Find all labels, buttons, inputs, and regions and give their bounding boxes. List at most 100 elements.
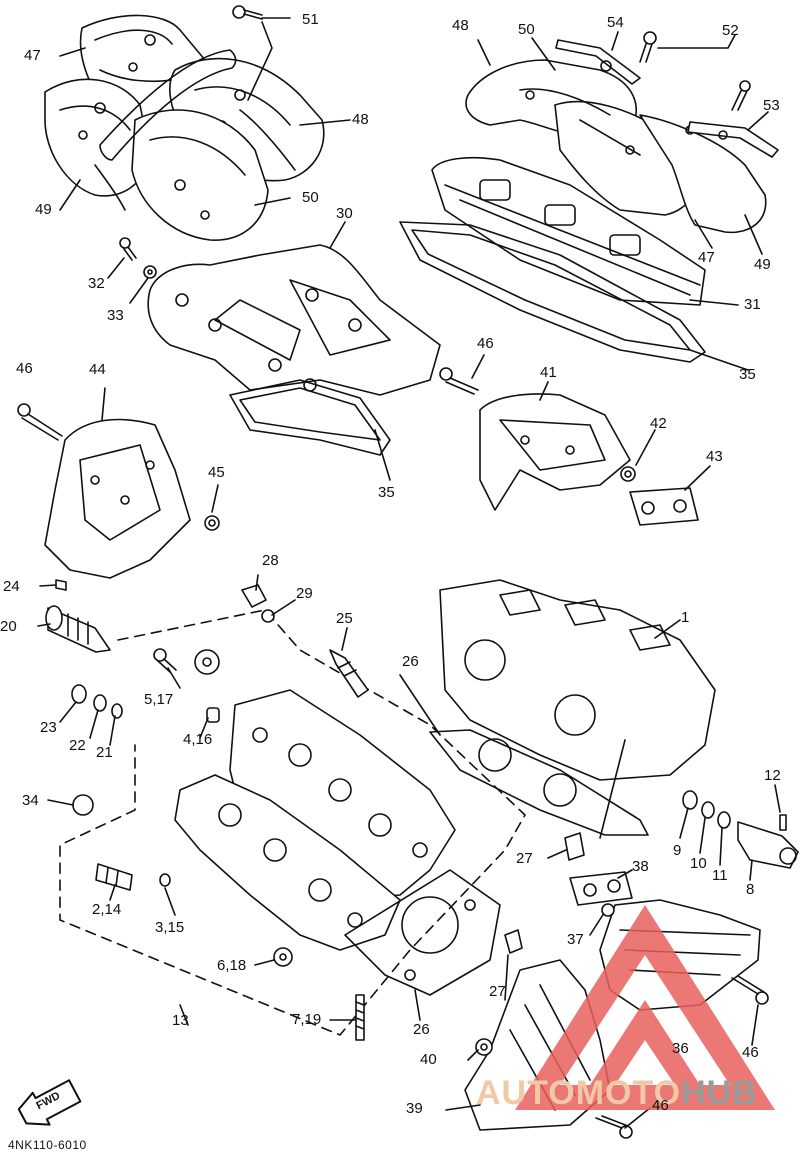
callout-31: 31 bbox=[744, 296, 761, 313]
clip-3-15 bbox=[159, 873, 171, 887]
callout-23: 23 bbox=[40, 719, 57, 736]
bolt-46-left bbox=[17, 403, 63, 441]
grommet-40 bbox=[475, 1038, 493, 1056]
o-rings-9-11 bbox=[682, 790, 731, 829]
callout-24: 24 bbox=[3, 578, 20, 595]
callout-30: 30 bbox=[336, 205, 353, 222]
callout-35: 35 bbox=[739, 366, 756, 383]
callout-50: 50 bbox=[518, 21, 535, 38]
callout-1: 1 bbox=[681, 609, 690, 626]
leader-lines-mid-left bbox=[107, 221, 391, 481]
gasket-43 bbox=[629, 487, 699, 526]
gasket-38 bbox=[569, 871, 633, 906]
grommet-42 bbox=[620, 466, 636, 482]
callout-22: 22 bbox=[69, 737, 86, 754]
callout-46: 46 bbox=[16, 360, 33, 377]
callout-6-18: 6,18 bbox=[217, 957, 247, 974]
pin-12 bbox=[779, 814, 787, 831]
grommet-37 bbox=[601, 903, 615, 917]
callout-47: 47 bbox=[24, 47, 41, 64]
dowel-27-lower bbox=[504, 929, 523, 954]
side-cover-41 bbox=[479, 393, 631, 511]
head-cover-gasket-35-left bbox=[229, 379, 391, 456]
callout-38: 38 bbox=[632, 858, 649, 875]
bracket-53 bbox=[687, 121, 779, 158]
callout-42: 42 bbox=[650, 415, 667, 432]
callout-32: 32 bbox=[88, 275, 105, 292]
cam-sprocket-5-17 bbox=[153, 648, 220, 675]
fwd-arrow bbox=[17, 1079, 82, 1126]
leader-lines-center bbox=[47, 574, 421, 1026]
callout-46: 46 bbox=[652, 1097, 669, 1114]
callout-52: 52 bbox=[722, 22, 739, 39]
spark-plug-25 bbox=[329, 649, 369, 698]
callout-8: 8 bbox=[746, 881, 755, 898]
cover-gasket-ring bbox=[94, 49, 237, 211]
callout-33: 33 bbox=[107, 307, 124, 324]
valve-guide-2-14 bbox=[95, 863, 133, 891]
callout-21: 21 bbox=[96, 744, 113, 761]
callout-49: 49 bbox=[35, 201, 52, 218]
tensioner-20 bbox=[45, 605, 111, 653]
leader-lines-tensioner bbox=[37, 584, 116, 746]
callout-39: 39 bbox=[406, 1100, 423, 1117]
leader-lines-mid-right bbox=[471, 354, 711, 491]
leader-lines-lower-right bbox=[445, 954, 759, 1129]
leader-lines-top-left bbox=[59, 17, 351, 211]
bolt-46-mid bbox=[439, 367, 479, 395]
callout-27: 27 bbox=[489, 983, 506, 1000]
watermark-logo-icon bbox=[515, 905, 775, 1110]
callout-26: 26 bbox=[402, 653, 419, 670]
callout-50: 50 bbox=[302, 189, 319, 206]
callout-7-19: 7,19 bbox=[292, 1011, 322, 1028]
intake-cover-left-lower bbox=[44, 78, 151, 197]
callout-53: 53 bbox=[763, 97, 780, 114]
callout-3-15: 3,15 bbox=[155, 919, 185, 936]
callout-49: 49 bbox=[754, 256, 771, 273]
leader-lines-left bbox=[101, 387, 219, 513]
o-rings-21-23 bbox=[71, 684, 123, 719]
pin-24 bbox=[55, 579, 67, 591]
bolt-52 bbox=[639, 31, 751, 111]
cylinder-head-front bbox=[174, 774, 401, 951]
callout-43: 43 bbox=[706, 448, 723, 465]
callout-26: 26 bbox=[413, 1021, 430, 1038]
callout-20: 20 bbox=[0, 618, 17, 635]
callout-11: 11 bbox=[712, 867, 728, 884]
callout-27: 27 bbox=[516, 850, 533, 867]
leader-lines-top-right bbox=[477, 31, 769, 371]
callout-54: 54 bbox=[607, 14, 624, 31]
callout-2-14: 2,14 bbox=[92, 901, 122, 918]
bolt-46-bottom bbox=[595, 1115, 633, 1139]
bolt-51 bbox=[232, 5, 263, 20]
callout-48: 48 bbox=[452, 17, 469, 34]
callout-9: 9 bbox=[673, 842, 682, 859]
callout-45: 45 bbox=[208, 464, 225, 481]
intake-cover-right-lower bbox=[131, 109, 269, 241]
sensor-8 bbox=[737, 821, 799, 869]
head-gasket-26-upper bbox=[429, 729, 649, 836]
head-assembly-frame-13 bbox=[59, 609, 526, 1036]
callout-44: 44 bbox=[89, 361, 106, 378]
cap-34 bbox=[72, 794, 94, 816]
callout-28: 28 bbox=[262, 552, 279, 569]
intake-cover-right-assembly bbox=[465, 59, 767, 234]
bolt-32 bbox=[119, 237, 137, 261]
grommet-45 bbox=[204, 515, 220, 531]
callout-10: 10 bbox=[690, 855, 707, 872]
callout-29: 29 bbox=[296, 585, 313, 602]
callout-34: 34 bbox=[22, 792, 39, 809]
plug-6-18 bbox=[273, 947, 293, 967]
callout-46: 46 bbox=[477, 335, 494, 352]
watermark-text: AUTOMOTOHUB bbox=[476, 1074, 758, 1112]
bolt-46-lower-right bbox=[731, 975, 769, 1005]
head-gasket-26-lower bbox=[344, 869, 501, 996]
callout-40: 40 bbox=[420, 1051, 437, 1068]
stud-7-19 bbox=[355, 994, 365, 1041]
callout-48: 48 bbox=[352, 111, 369, 128]
diagram-reference-code: 4NK110-6010 bbox=[8, 1138, 87, 1152]
cylinder-head-cover-30 bbox=[147, 244, 441, 396]
callout-36: 36 bbox=[672, 1040, 689, 1057]
